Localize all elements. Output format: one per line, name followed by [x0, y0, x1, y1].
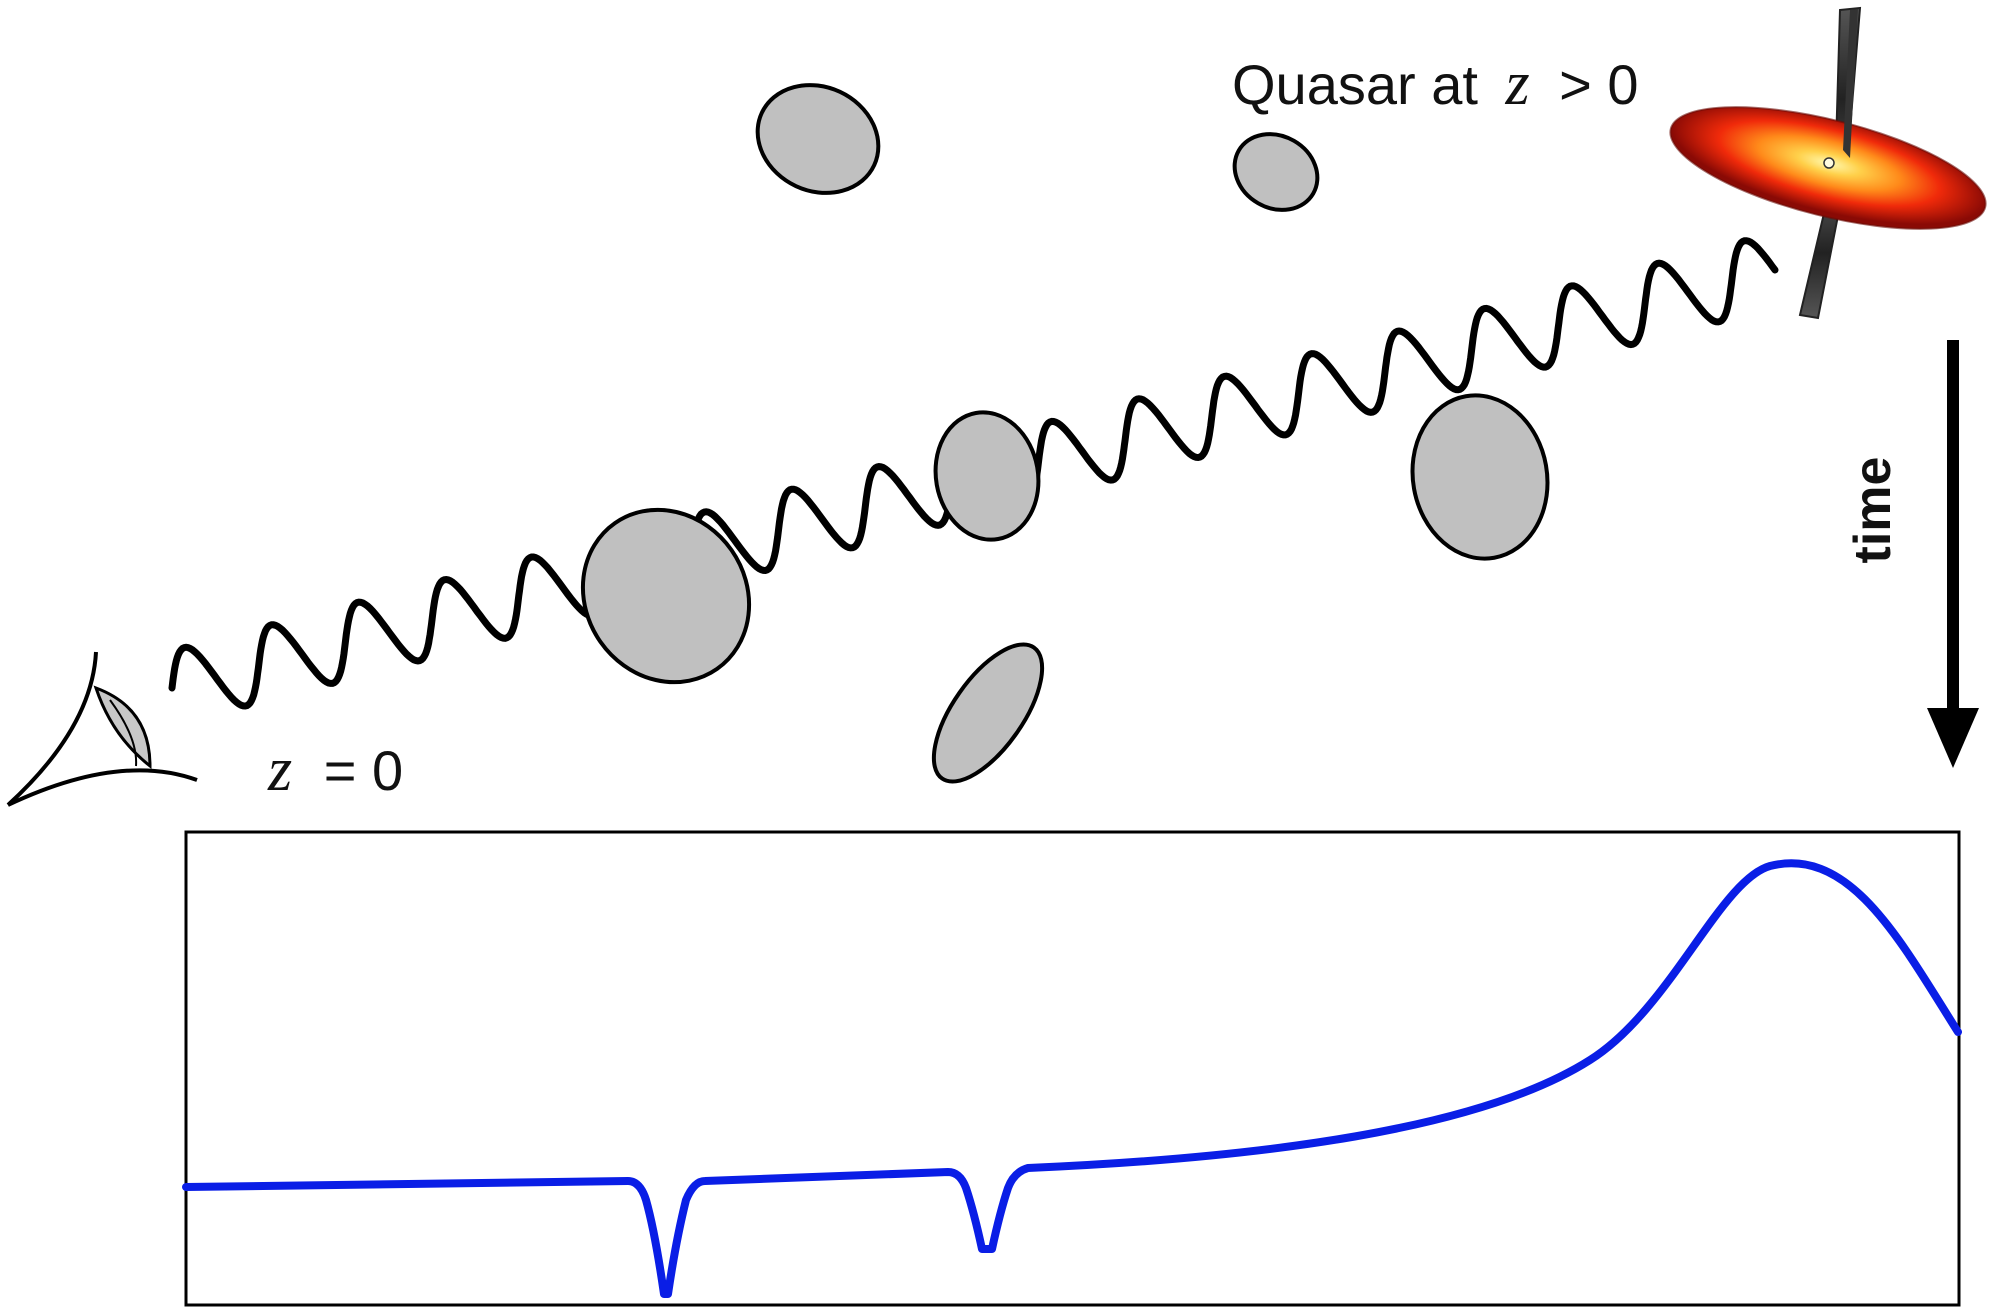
gas-cloud-intervening: [549, 477, 782, 715]
gas-cloud: [913, 627, 1062, 798]
observer-redshift-var: z: [267, 736, 292, 804]
quasar-redshift-var: z: [1504, 50, 1529, 118]
quasar-label-text: Quasar at: [1232, 53, 1478, 116]
time-arrow: [1927, 340, 1979, 768]
time-label: time: [1844, 457, 1902, 564]
observer-redshift-value: = 0: [324, 739, 403, 802]
quasar-redshift-value: > 0: [1559, 53, 1638, 116]
gas-cloud: [1400, 385, 1560, 570]
gas-cloud: [1221, 119, 1331, 224]
gas-cloud: [740, 66, 896, 213]
spectrum-panel: [186, 832, 1959, 1305]
quasar-label: Quasar at z > 0: [1232, 50, 1639, 118]
quasar-icon: [1659, 8, 1992, 318]
observer-label: z = 0: [267, 736, 403, 804]
eye-icon: [8, 652, 197, 805]
